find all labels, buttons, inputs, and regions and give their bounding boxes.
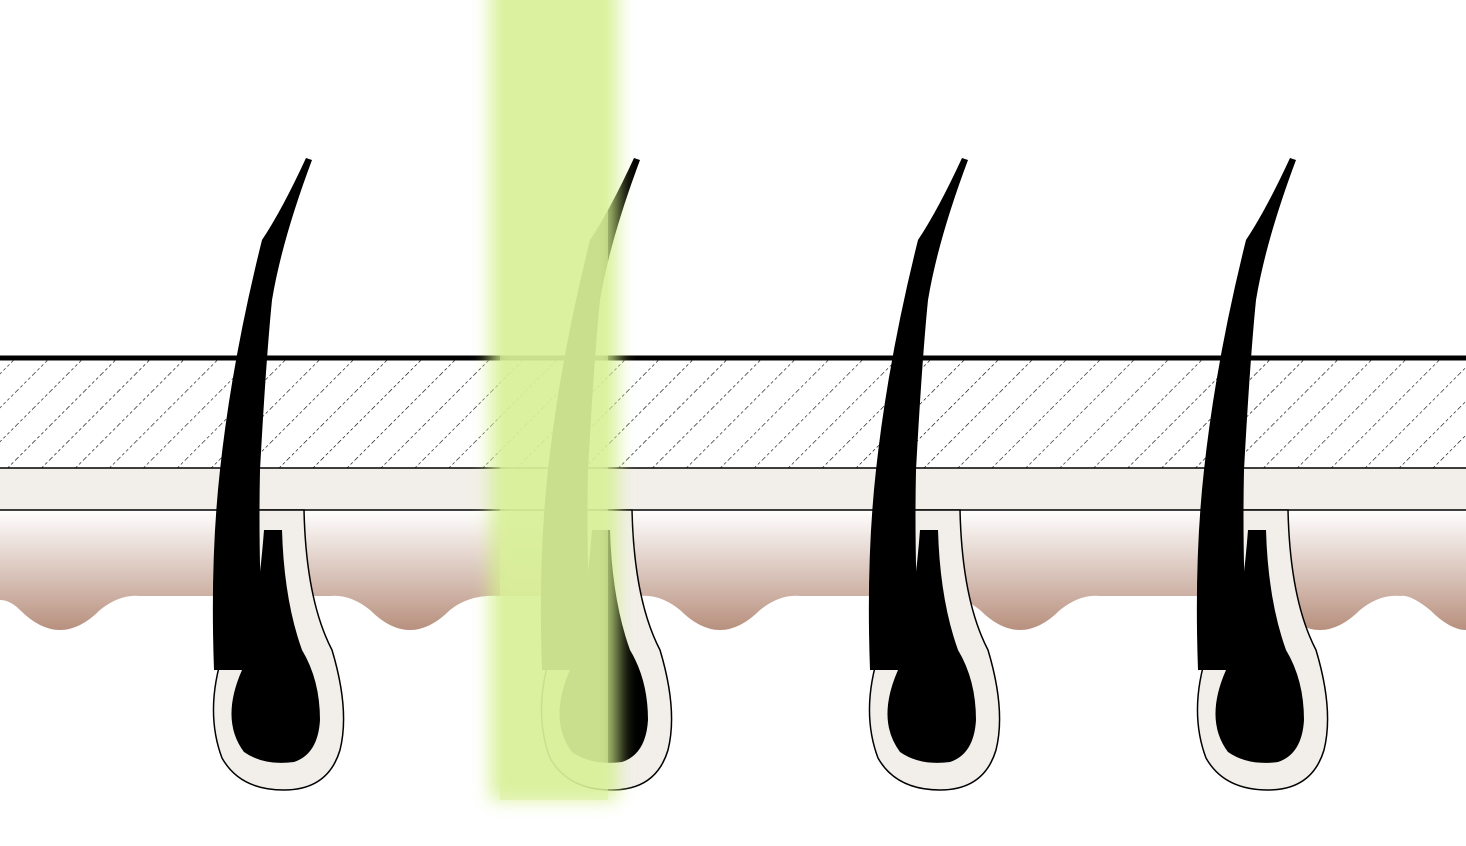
laser-beam <box>490 0 618 800</box>
dermis-layer <box>0 510 1466 630</box>
